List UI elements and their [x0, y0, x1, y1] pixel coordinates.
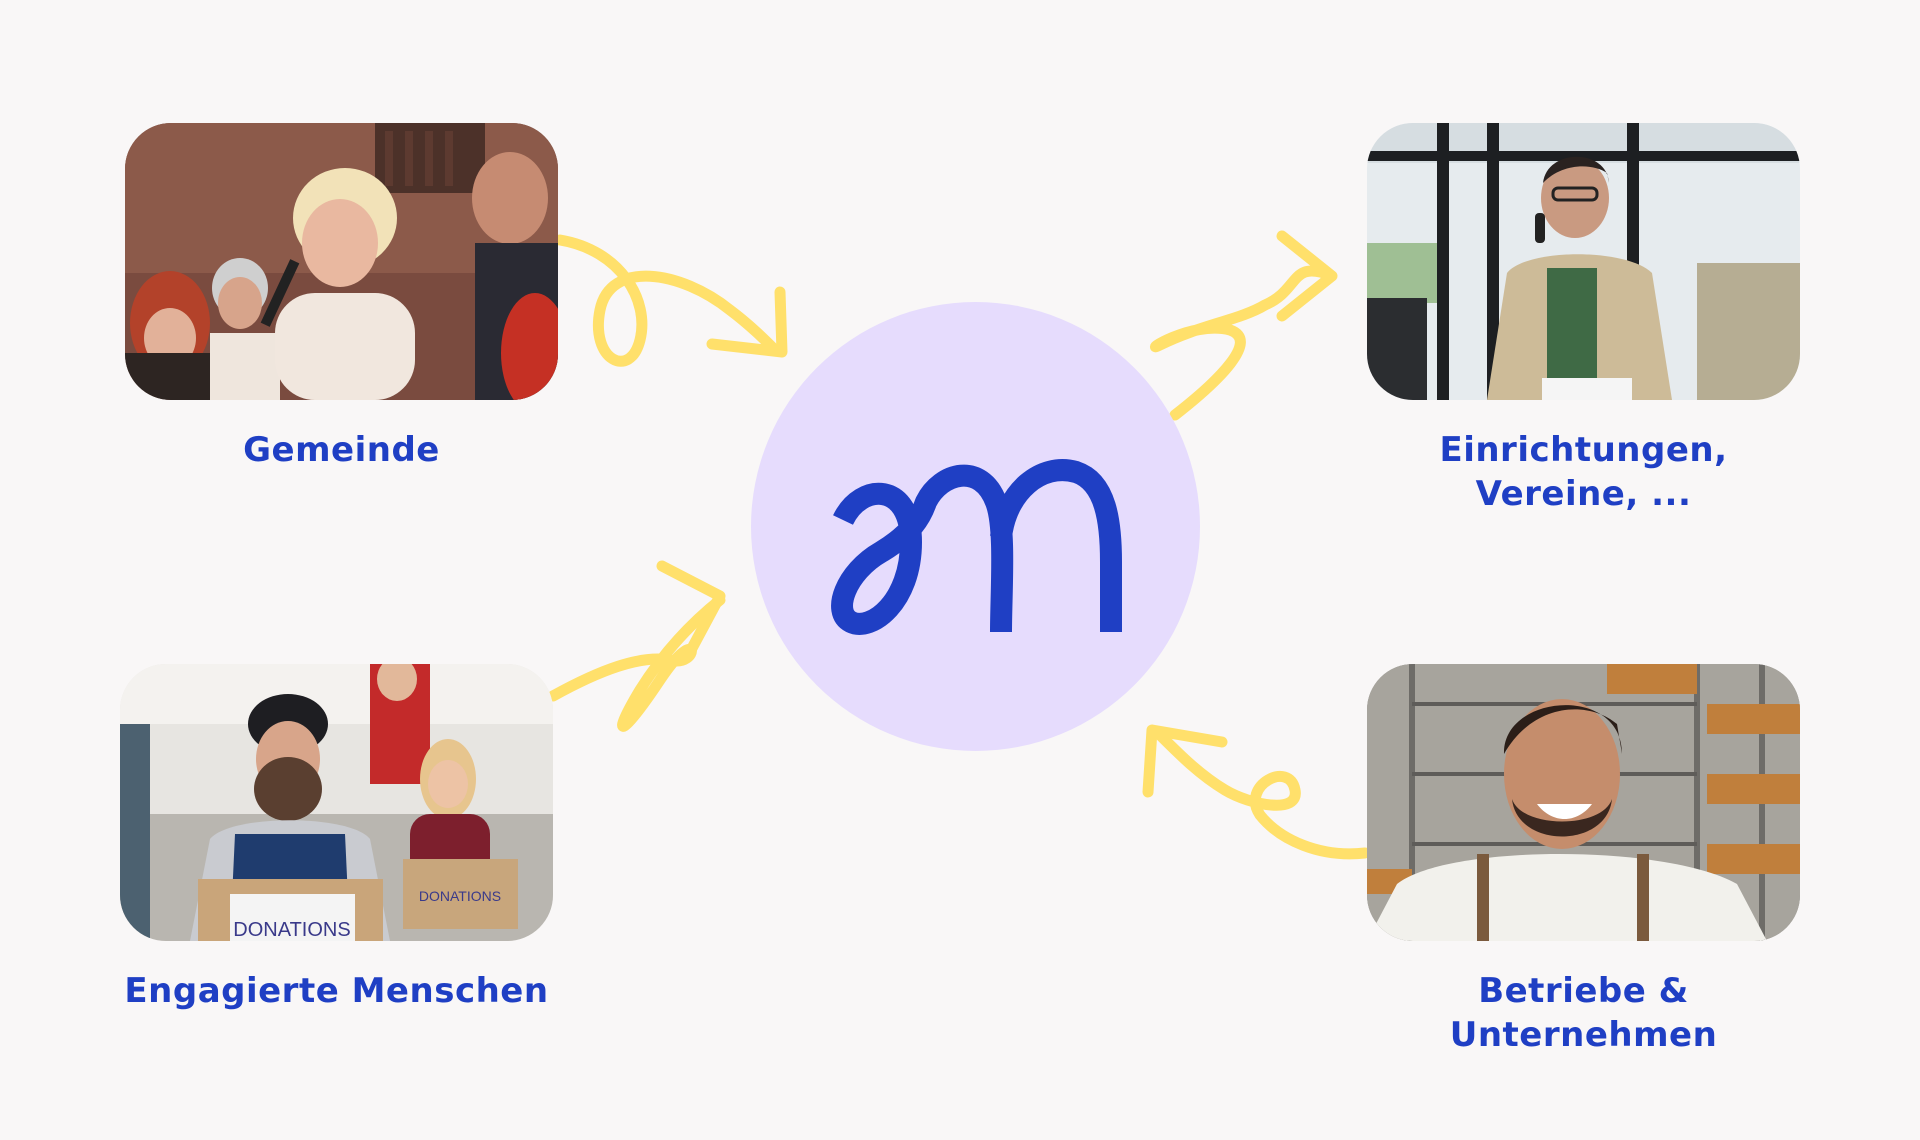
arrow-head-institutions	[1276, 230, 1338, 322]
arrow-head-volunteers	[656, 560, 726, 658]
volunteers-label: Engagierte Menschen	[124, 971, 549, 1011]
businesses-label: Betriebe & Unternehmen	[1367, 969, 1800, 1057]
box-label-1: DONATIONS	[233, 919, 350, 941]
arrow-businesses-to-hub	[1154, 729, 1371, 860]
hub-circle	[751, 302, 1200, 751]
community-photo	[125, 123, 558, 400]
logo-m-icon	[831, 459, 1122, 635]
community-label: Gemeinde	[243, 430, 440, 470]
box-label-2: DONATIONS	[419, 888, 501, 904]
businesses-label-line2: Unternehmen	[1449, 1015, 1718, 1055]
institutions-photo	[1367, 123, 1800, 400]
arrow-volunteers-to-hub	[547, 594, 726, 732]
volunteers-photo: DONATIONS DONATIONS	[120, 664, 553, 941]
arrow-community-to-hub	[554, 234, 781, 367]
businesses-photo	[1367, 664, 1800, 941]
institutions-label: Einrichtungen, Vereine, ...	[1367, 428, 1800, 516]
institutions-label-line2: Vereine, ...	[1475, 474, 1692, 514]
businesses-label-line1: Betriebe &	[1478, 971, 1689, 1011]
institutions-label-line1: Einrichtungen,	[1439, 430, 1728, 470]
